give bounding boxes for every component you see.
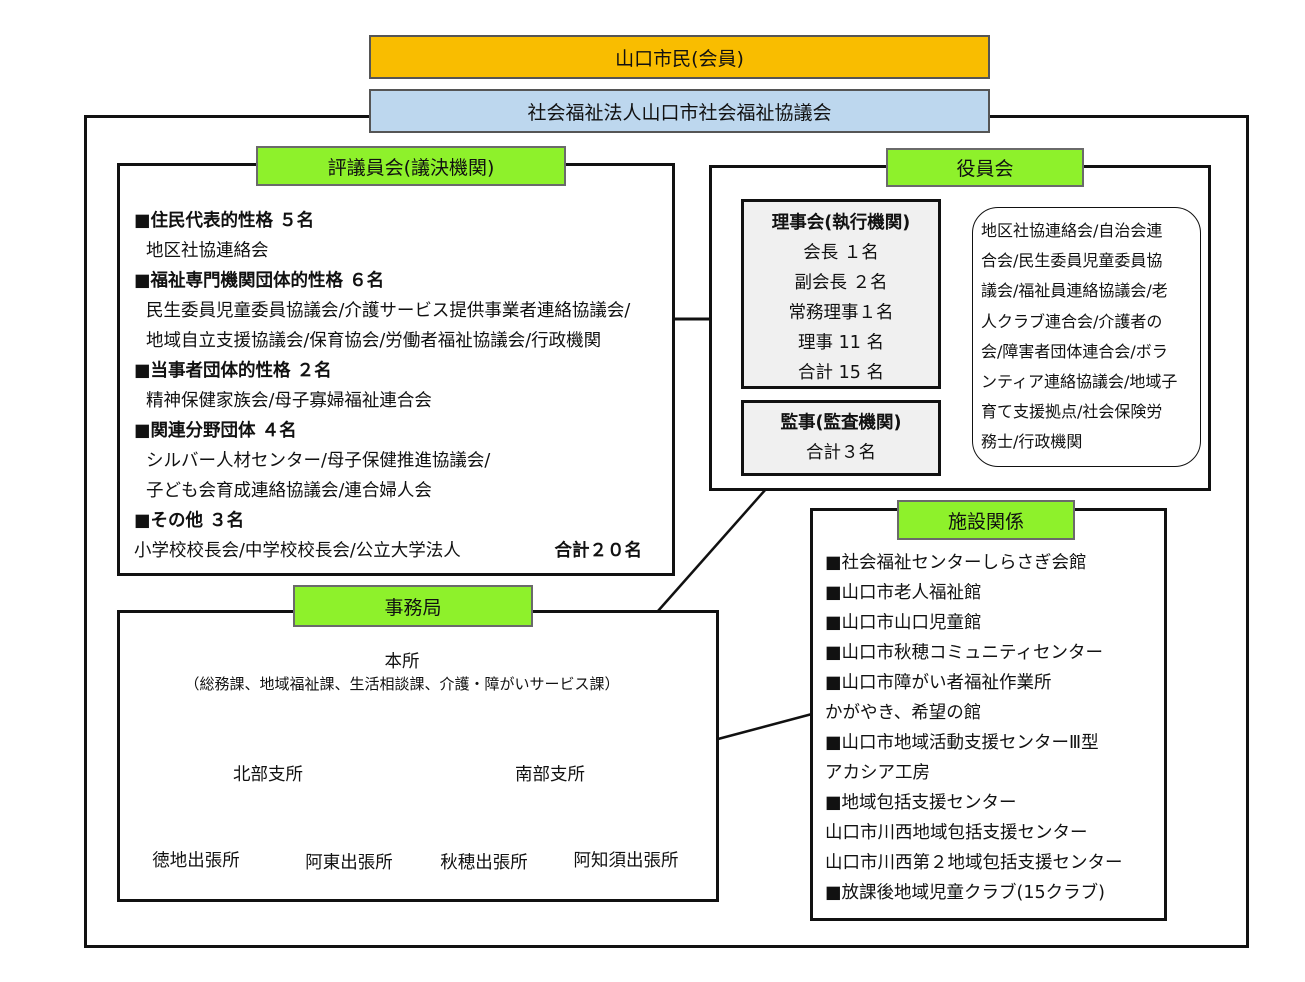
facility-line-8: ■地域包括支援センター: [825, 793, 1017, 813]
facilities-box: ■社会福祉センターしらさぎ会館 ■山口市老人福祉館 ■山口市山口児童館 ■山口市秋穂コ…: [810, 508, 1167, 921]
council-line-4: 地域自立支援協議会/保育協会/労働者福祉協議会/行政機関: [146, 331, 602, 351]
council-line-3: 民生委員児童委員協議会/介護サービス提供事業者連絡協議会/: [146, 301, 631, 321]
council-line-1: 地区社協連絡会: [146, 241, 269, 261]
facility-line-7: アカシア工房: [825, 763, 930, 783]
north-branch: 北部支所: [233, 765, 303, 785]
council-line-0: ■住民代表的性格 ５名: [134, 211, 315, 231]
main-office-departments: （総務課、地域福祉課、生活相談課、介護・障がいサービス課）: [184, 675, 620, 693]
secretariat-header-text: 事務局: [384, 596, 442, 619]
board-line-1: 副会長 ２名: [794, 273, 888, 293]
callout-line-3: 人クラブ連合会/介護者の: [981, 311, 1163, 331]
facility-line-1: ■山口市老人福祉館: [825, 583, 982, 603]
facility-line-5: かがやき、希望の館: [825, 703, 982, 723]
council-box: ■住民代表的性格 ５名地区社協連絡会 ■福祉専門機関団体的性格 ６名民生委員児童委…: [117, 163, 675, 576]
auditor-title: 監事(監査機関): [780, 413, 902, 433]
council-last-line: 小学校校長会/中学校校長会/公立大学法人 合計２０名: [134, 536, 662, 566]
council-other-members: 小学校校長会/中学校校長会/公立大学法人: [134, 541, 461, 561]
council-line-9: 子ども会育成連絡協議会/連合婦人会: [146, 481, 432, 501]
callout-line-6: 育て支援拠点/社会保険労: [981, 402, 1163, 422]
callout-line-4: 会/障害者団体連合会/ボラ: [981, 341, 1168, 361]
south-branch: 南部支所: [515, 765, 585, 785]
aio-office: 秋穂出張所: [440, 853, 528, 873]
main-office: 本所: [384, 652, 420, 672]
members-title-text: 山口市民(会員): [615, 47, 744, 70]
board-members-callout: 地区社協連絡会/自治会連合会/民生委員児童委員協議会/福祉員連絡協議会/老人クラ…: [972, 207, 1201, 467]
facility-line-2: ■山口市山口児童館: [825, 613, 982, 633]
council-content: ■住民代表的性格 ５名地区社協連絡会 ■福祉専門機関団体的性格 ６名民生委員児童委…: [134, 206, 662, 566]
facility-line-4: ■山口市障がい者福祉作業所: [825, 673, 1052, 693]
secretariat-header: 事務局: [293, 585, 533, 627]
callout-line-5: ンティア連絡協議会/地域子: [981, 372, 1178, 392]
tokuji-office: 徳地出張所: [152, 851, 240, 871]
facilities-list: ■社会福祉センターしらさぎ会館 ■山口市老人福祉館 ■山口市山口児童館 ■山口市秋穂コ…: [825, 548, 1123, 908]
facility-line-11: ■放課後地域児童クラブ(15クラブ): [825, 883, 1105, 903]
board-title: 理事会(執行機関): [771, 213, 911, 233]
council-header: 評議員会(議決機関): [256, 146, 566, 186]
facility-line-9: 山口市川西地域包括支援センター: [825, 823, 1088, 843]
board-line-0: 会長 １名: [803, 243, 879, 263]
facilities-header: 施設関係: [897, 500, 1075, 540]
organization-title: 社会福祉法人山口市社会福祉協議会: [369, 89, 990, 133]
ajisu-office: 阿知須出張所: [573, 851, 679, 871]
ato-office: 阿東出張所: [305, 853, 393, 873]
facility-line-3: ■山口市秋穂コミュニティセンター: [825, 643, 1103, 663]
facility-line-10: 山口市川西第２地域包括支援センター: [825, 853, 1123, 873]
secretariat-facilities-connector: [717, 712, 813, 741]
council-line-6: 精神保健家族会/母子寡婦福祉連合会: [146, 391, 432, 411]
facility-line-0: ■社会福祉センターしらさぎ会館: [825, 553, 1087, 573]
facility-line-6: ■山口市地域活動支援センターⅢ型: [825, 733, 1099, 753]
facilities-header-text: 施設関係: [947, 510, 1024, 533]
board-box: 理事会(執行機関) 会長 １名副会長 ２名常務理事１名理事 11 名合計 15 …: [741, 199, 941, 389]
callout-line-7: 務士/行政機関: [981, 432, 1083, 452]
callout-line-1: 合会/民生委員児童委員協: [981, 251, 1163, 271]
council-line-7: ■関連分野団体 ４名: [134, 421, 297, 441]
members-title: 山口市民(会員): [369, 35, 990, 79]
council-total: 合計２０名: [554, 541, 643, 561]
board-line-4: 合計 15 名: [798, 363, 884, 383]
council-header-text: 評議員会(議決機関): [327, 156, 495, 179]
board-line-3: 理事 11 名: [798, 333, 884, 353]
council-line-2: ■福祉専門機関団体的性格 ６名: [134, 271, 385, 291]
council-line-8: シルバー人材センター/母子保健推進協議会/: [146, 451, 491, 471]
board-line-2: 常務理事１名: [788, 303, 894, 323]
council-line-10: ■その他 ３名: [134, 511, 245, 531]
callout-line-2: 議会/福祉員連絡協議会/老: [981, 281, 1168, 301]
auditor-box: 監事(監査機関) 合計３名: [741, 400, 941, 476]
auditor-total: 合計３名: [806, 443, 876, 463]
callout-line-0: 地区社協連絡会/自治会連: [981, 221, 1163, 240]
officers-header: 役員会: [886, 148, 1084, 187]
officers-secretariat-connector: [657, 488, 767, 612]
organization-title-text: 社会福祉法人山口市社会福祉協議会: [527, 101, 832, 124]
officers-header-text: 役員会: [956, 158, 1014, 180]
council-line-5: ■当事者団体的性格 ２名: [134, 361, 332, 381]
